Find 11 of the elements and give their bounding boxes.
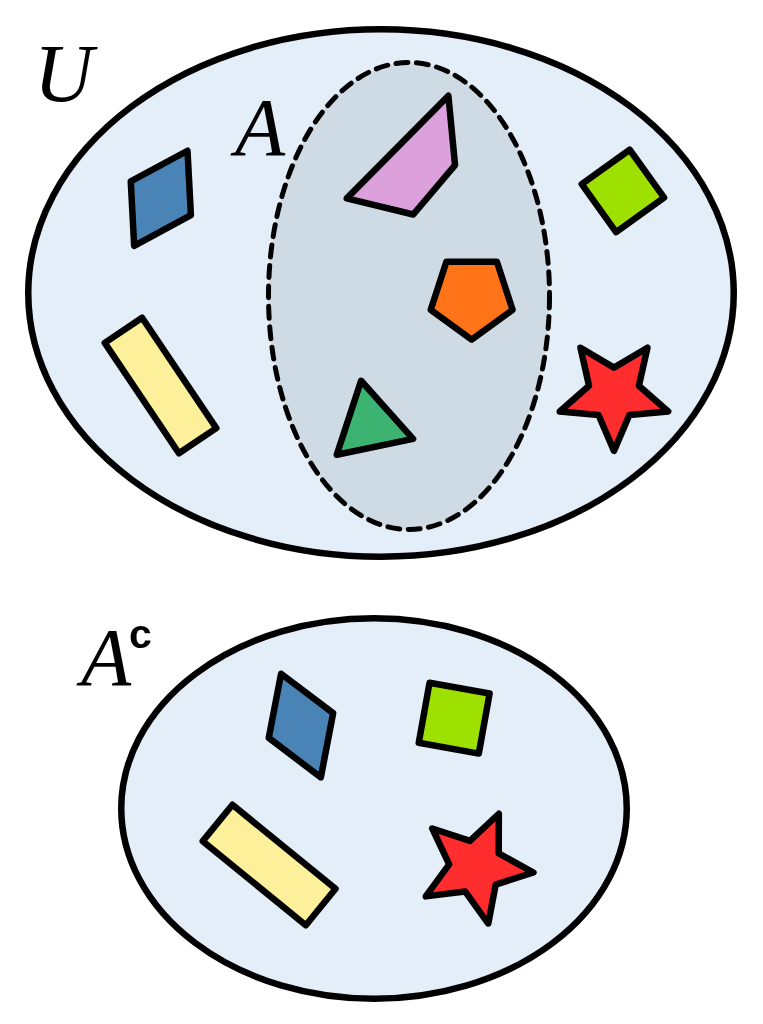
set-label: A — [230, 83, 299, 174]
star-shape — [555, 344, 672, 455]
rhombus-shape — [265, 670, 337, 782]
quadrilateral-shape — [342, 92, 459, 219]
set-ellipse — [25, 26, 737, 560]
set-label: A$^{c}$ — [76, 613, 165, 704]
rhombus-shape — [126, 146, 195, 250]
star-shape — [421, 810, 538, 928]
set-label: U — [29, 29, 107, 120]
triangle-shape — [332, 377, 417, 459]
pentagon-shape — [426, 258, 517, 344]
